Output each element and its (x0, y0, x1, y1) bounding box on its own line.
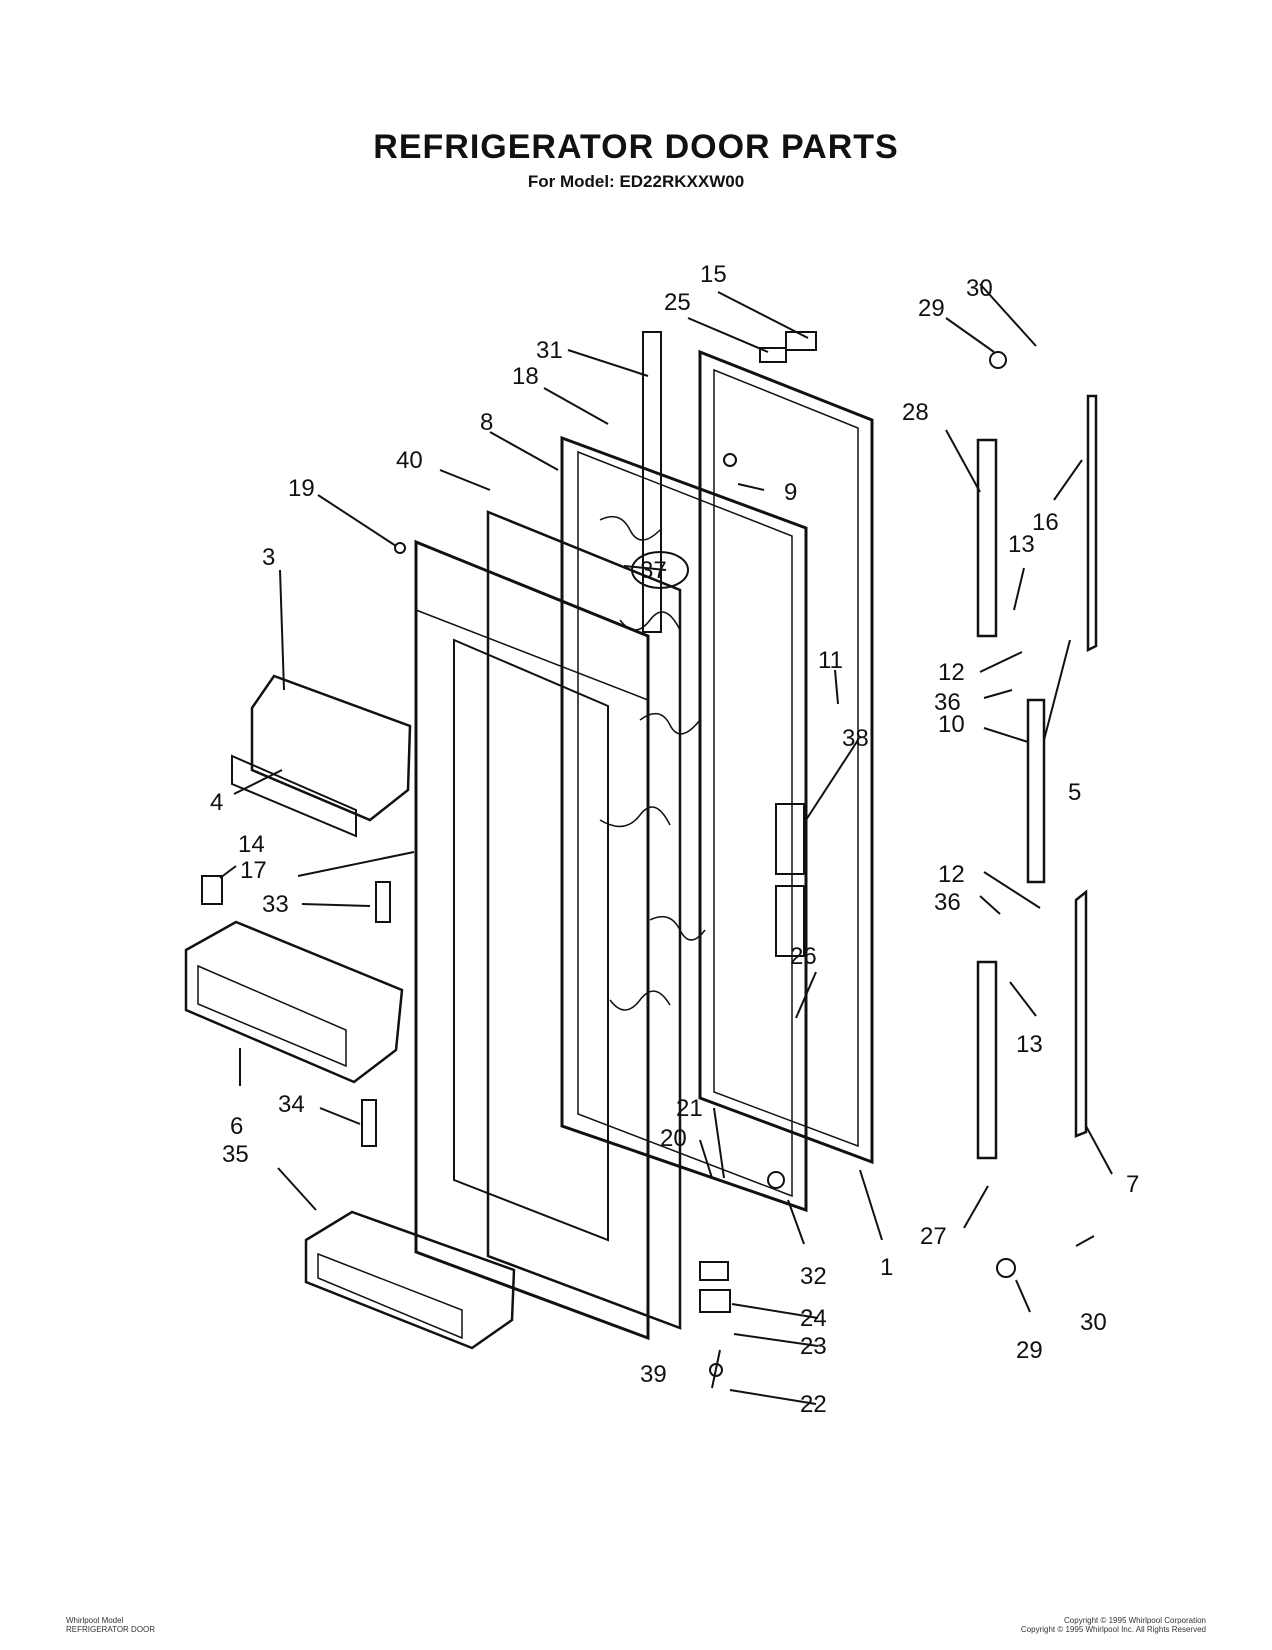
bracket-38-lower (775, 885, 805, 957)
footer-left-line2: REFRIGERATOR DOOR (66, 1625, 156, 1634)
callout-9: 9 (784, 479, 797, 506)
callout-29-bottom: 29 (1016, 1337, 1043, 1364)
bin-clip (201, 875, 223, 905)
callout-24: 24 (800, 1305, 827, 1332)
callout-23: 23 (800, 1333, 827, 1360)
callout-8: 8 (480, 409, 493, 436)
callout-6: 6 (230, 1113, 243, 1140)
footer-left-line1: Whirlpool Model (66, 1616, 124, 1625)
callout-1: 1 (880, 1254, 893, 1281)
callout-22: 22 (800, 1391, 827, 1418)
callout-37: 37 (640, 557, 667, 584)
bracket-38-upper (775, 803, 805, 875)
footer-right: Copyright © 1995 Whirlpool Corporation C… (1021, 1616, 1206, 1634)
hinge-23 (699, 1289, 731, 1313)
callout-14: 14 (238, 831, 265, 858)
label-15 (785, 331, 817, 351)
leader-lines (219, 283, 1113, 1405)
callout-11: 11 (818, 647, 843, 674)
callout-29-top: 29 (918, 295, 945, 322)
callout-26: 26 (790, 943, 817, 970)
screw-9 (723, 453, 737, 467)
handle-10 (1026, 698, 1046, 884)
callout-5: 5 (1068, 779, 1081, 806)
callout-38: 38 (842, 725, 869, 752)
bin-support-34 (361, 1099, 377, 1147)
callout-37-circle (631, 551, 689, 589)
callout-25: 25 (664, 289, 691, 316)
handle-16 (1086, 394, 1098, 653)
callout-17: 17 (240, 857, 267, 884)
handle-trim-27 (976, 960, 998, 1160)
callout-28: 28 (902, 399, 929, 426)
callout-30-bottom: 30 (1080, 1309, 1107, 1336)
label-25 (759, 347, 787, 363)
callout-19: 19 (288, 475, 315, 502)
top-trim-strip (642, 331, 662, 633)
callout-18: 18 (512, 363, 539, 390)
callout-30-top: 30 (966, 275, 993, 302)
callout-35: 35 (222, 1141, 249, 1168)
callout-15: 15 (700, 261, 727, 288)
outer-door-panel (698, 349, 874, 1165)
footer-right-line1: Copyright © 1995 Whirlpool Corporation (1064, 1616, 1206, 1625)
hinge-cap-29-bottom (996, 1258, 1016, 1278)
screw-22 (709, 1363, 723, 1377)
callout-36-bottom: 36 (934, 889, 961, 916)
callout-34: 34 (278, 1091, 305, 1118)
callout-16: 16 (1032, 509, 1059, 536)
callout-4: 4 (210, 789, 223, 816)
callout-21: 21 (676, 1095, 703, 1122)
callout-3: 3 (262, 544, 275, 571)
footer-right-line2: Copyright © 1995 Whirlpool Inc. All Righ… (1020, 1625, 1206, 1634)
callout-20: 20 (660, 1125, 687, 1152)
inner-door-liner (414, 539, 650, 1341)
handle-7 (1074, 889, 1088, 1138)
plug-32 (767, 1171, 785, 1189)
callout-39: 39 (640, 1361, 667, 1388)
foam-insulation-panel (560, 435, 808, 1213)
callout-32: 32 (800, 1263, 827, 1290)
callout-10: 10 (938, 711, 965, 738)
callout-12-bottom: 12 (938, 861, 965, 888)
screw-19 (394, 542, 406, 554)
callout-12: 12 (938, 659, 965, 686)
callout-13-bottom: 13 (1016, 1031, 1043, 1058)
callout-7: 7 (1126, 1171, 1139, 1198)
model-subtitle: For Model: ED22RKXXW00 (527, 172, 745, 191)
callout-31: 31 (536, 337, 563, 364)
hinge-cap-29-top (989, 351, 1007, 369)
callout-36-top: 36 (934, 689, 961, 716)
callout-27: 27 (920, 1223, 947, 1250)
dairy-compartment (231, 674, 412, 838)
door-gasket (486, 510, 682, 1330)
callout-33: 33 (262, 891, 289, 918)
page-title: REFRIGERATOR DOOR PARTS (373, 128, 899, 166)
footer-left: Whirlpool Model REFRIGERATOR DOOR (66, 1616, 155, 1634)
door-bin-small (304, 1210, 516, 1350)
callout-13: 13 (1008, 531, 1035, 558)
callout-labels: 1 3 4 5 6 7 8 9 10 11 12 13 14 15 16 17 … (210, 261, 1139, 1418)
handle-trim-28 (976, 438, 998, 638)
door-bin-large (184, 920, 404, 1084)
hinge-bushing-24 (699, 1261, 729, 1281)
callout-40: 40 (396, 447, 423, 474)
bin-support-33 (375, 881, 391, 923)
